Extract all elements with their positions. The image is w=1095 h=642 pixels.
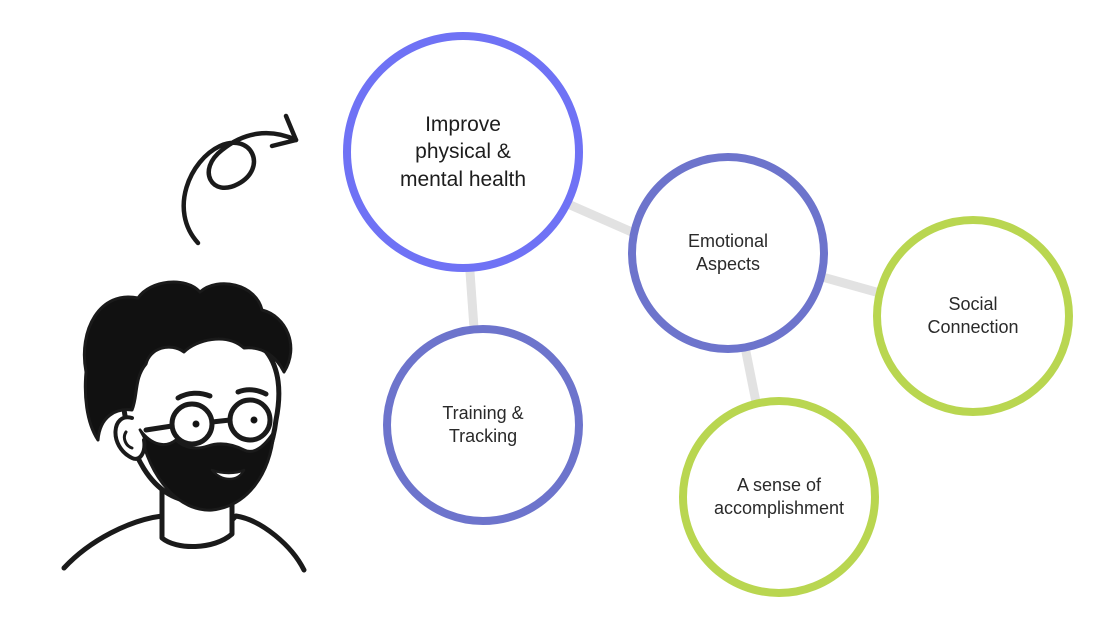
connector-improve-emotional — [563, 199, 639, 238]
bearded-man-with-glasses-illustration — [61, 280, 307, 573]
connector-emotional-accomplishment — [741, 347, 761, 407]
connector-improve-training — [465, 267, 479, 333]
node-accomplishment-circle — [679, 397, 879, 597]
connector-emotional-social — [821, 273, 881, 297]
node-social-circle — [873, 216, 1073, 416]
curly-arrow-icon — [181, 113, 299, 246]
node-improve-circle — [343, 32, 583, 272]
node-training-circle — [383, 325, 583, 525]
node-emotional-circle — [628, 153, 828, 353]
